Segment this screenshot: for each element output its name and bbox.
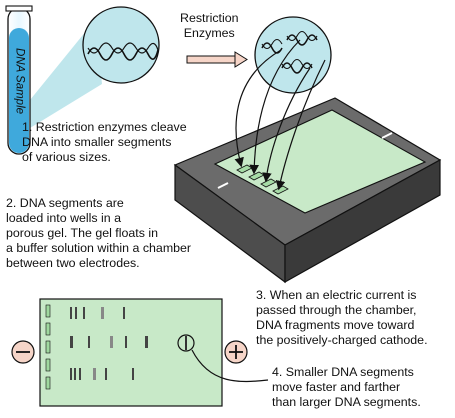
step-3-line-1: 3. When an electric current is <box>256 288 417 302</box>
tube-label: DNA Sample <box>13 47 26 115</box>
step-3-text: 3. When an electric current is passed th… <box>256 288 428 348</box>
lane-3-bands <box>70 368 134 380</box>
enzyme-line-1: Restriction <box>180 11 239 25</box>
gel-result-panel <box>39 298 223 407</box>
step-4-line-3: than larger DNA segments. <box>272 395 421 409</box>
anode-mark-h <box>381 132 393 139</box>
step-3-line-2: passed through the chamber, <box>256 303 417 317</box>
step-1-line-3: of various sizes. <box>22 150 111 164</box>
step-2-line-4: a buffer solution within a chamber <box>6 241 192 255</box>
step-2-text: 2. DNA segments are loaded into wells in… <box>6 196 191 271</box>
enzyme-line-2: Enzymes <box>183 26 235 40</box>
step-3-line-4: the positively-charged cathode. <box>256 333 428 347</box>
step-2-line-1: 2. DNA segments are <box>6 196 124 210</box>
buffer-gel <box>213 109 427 214</box>
dna-strand-2 <box>87 42 159 54</box>
step-1-line-1: 1. Restriction enzymes cleave <box>22 120 187 134</box>
callout-line <box>191 349 269 383</box>
step-1-line-2: DNA into smaller segments <box>22 135 172 149</box>
step-2-line-5: between two electrodes. <box>6 256 140 270</box>
step-4-line-2: move faster and farther <box>272 380 401 394</box>
step-2-line-3: porous gel. The gel floats in <box>6 226 158 240</box>
cleave-arrow <box>186 51 248 68</box>
restriction-enzymes-label: Restriction Enzymes <box>180 11 239 41</box>
step-4-text: 4. Smaller DNA segments move faster and … <box>272 365 421 410</box>
lane-2-bands <box>70 336 148 348</box>
step-2-line-2: loaded into wells in a <box>6 211 122 225</box>
positive-electrode <box>224 340 248 364</box>
cathode-mark <box>217 182 229 189</box>
lane-1-bands <box>70 307 125 319</box>
test-tube <box>5 5 33 155</box>
electrophoresis-chamber <box>173 97 442 284</box>
step-1-text: 1. Restriction enzymes cleave DNA into s… <box>22 120 187 165</box>
dna-sample-circle <box>82 6 160 84</box>
highlighted-band <box>177 334 195 352</box>
step-3-line-3: DNA fragments move toward <box>256 318 415 332</box>
wells-column <box>45 304 51 390</box>
dna-strand <box>87 47 159 61</box>
dna-fragments-circle <box>254 16 332 94</box>
loading-arrows <box>234 39 326 191</box>
negative-electrode <box>11 340 35 364</box>
step-4-line-1: 4. Smaller DNA segments <box>272 365 414 379</box>
